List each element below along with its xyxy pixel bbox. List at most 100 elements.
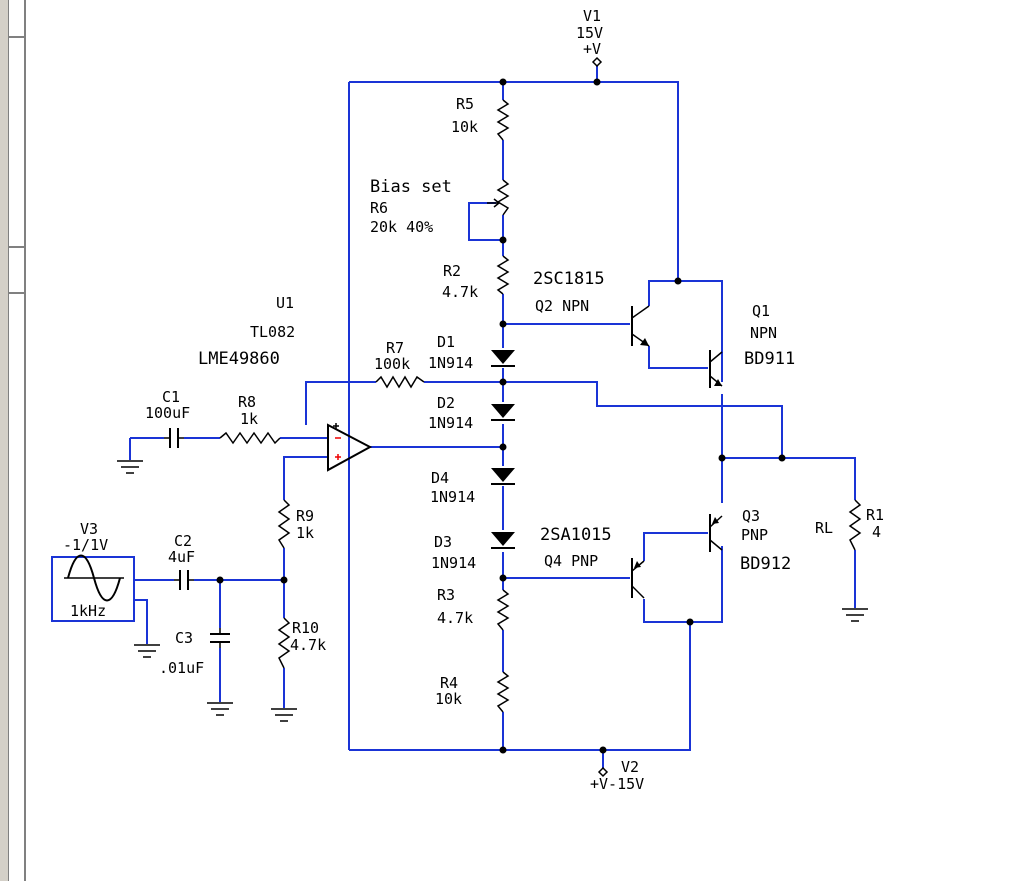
r4-value-label: 10k: [435, 690, 462, 708]
d3-value-label: 1N914: [431, 554, 476, 572]
diode-d4[interactable]: [491, 468, 515, 485]
scrollbar-border: [8, 0, 9, 881]
ground-icon: [117, 460, 143, 474]
d3-name-label: D3: [434, 533, 452, 551]
q4-part-label: 2SA1015: [540, 525, 612, 545]
u1-name-label: U1: [276, 294, 294, 312]
r2-value-label: 4.7k: [442, 283, 478, 301]
junction-dot: [499, 443, 507, 451]
wire: [134, 599, 148, 644]
scrollbar-border: [24, 0, 26, 881]
wires: [129, 66, 856, 768]
junction-dot: [499, 78, 507, 86]
junction-dot: [686, 618, 694, 626]
diode-d1[interactable]: [491, 350, 515, 367]
supply-v2[interactable]: [597, 766, 609, 778]
bias-set-label: Bias set: [370, 177, 452, 197]
r5-value-label: 10k: [451, 118, 478, 136]
r8-value-label: 1k: [240, 410, 258, 428]
resistor-r7[interactable]: [375, 375, 425, 389]
r7-name-label: R7: [386, 339, 404, 357]
junction-dot: [674, 277, 682, 285]
junction-dot: [718, 454, 726, 462]
transistor-q4[interactable]: [631, 558, 645, 599]
window-edge-scrollbar[interactable]: [0, 0, 26, 881]
r3-value-label: 4.7k: [437, 609, 473, 627]
r8-name-label: R8: [238, 393, 256, 411]
q1-type-label: NPN: [750, 324, 777, 342]
transistor-q2[interactable]: [631, 305, 650, 347]
r9-value-label: 1k: [296, 524, 314, 542]
transistor-q3[interactable]: [709, 514, 723, 552]
scrollbar-notch: [9, 292, 24, 294]
capacitor-c3[interactable]: [210, 628, 230, 648]
d1-name-label: D1: [437, 333, 455, 351]
wire-top-rail: [349, 81, 679, 281]
c3-value-label: .01uF: [159, 659, 204, 677]
resistor-r8[interactable]: [219, 431, 281, 445]
resistor-r4[interactable]: [496, 671, 510, 713]
c2-value-label: 4uF: [168, 548, 195, 566]
junction-dot: [499, 574, 507, 582]
r10-name-label: R10: [292, 619, 319, 637]
d2-name-label: D2: [437, 394, 455, 412]
u1-part2-label: LME49860: [198, 349, 280, 369]
diode-d3[interactable]: [491, 532, 515, 549]
resistor-r3[interactable]: [496, 589, 510, 631]
signal-source-v3[interactable]: [51, 554, 135, 622]
wire-q3-base: [643, 532, 708, 561]
r4-name-label: R4: [440, 674, 458, 692]
junctions: [216, 78, 786, 754]
resistor-r10[interactable]: [277, 617, 291, 669]
wire-q1-base: [648, 346, 708, 369]
wire-bottom-rail: [349, 622, 691, 751]
u1-part1-label: TL082: [250, 323, 295, 341]
q3-type-label: PNP: [741, 526, 768, 544]
v2-value-label: +V-15V: [590, 775, 644, 793]
diode-d2[interactable]: [491, 404, 515, 421]
resistor-r9[interactable]: [277, 499, 291, 549]
wire: [283, 456, 328, 500]
q2-name-label: Q2 NPN: [535, 297, 589, 315]
junction-dot: [499, 320, 507, 328]
resistor-r2[interactable]: [496, 255, 510, 295]
wire-load: [722, 457, 856, 500]
resistor-r1[interactable]: [848, 499, 862, 551]
v1-node-label: +V: [583, 40, 601, 58]
capacitor-c1[interactable]: [164, 428, 184, 448]
supply-v1[interactable]: [591, 56, 603, 68]
d4-name-label: D4: [431, 469, 449, 487]
resistor-r5[interactable]: [496, 99, 510, 141]
wire-feedback-out: [424, 381, 783, 458]
q2-part-label: 2SC1815: [533, 269, 605, 289]
transistor-q1[interactable]: [709, 350, 723, 388]
d1-value-label: 1N914: [428, 354, 473, 372]
r5-name-label: R5: [456, 95, 474, 113]
v1-value-label: 15V: [576, 24, 603, 42]
scrollbar-notch: [9, 246, 24, 248]
q3-part-label: BD912: [740, 554, 791, 574]
wire-q3-collector: [643, 546, 723, 623]
ground-icon: [134, 644, 160, 658]
labels: V1 15V +V R5 10k Bias set R6 20k 40% R2 …: [63, 7, 884, 793]
wire-feedback: [305, 381, 376, 425]
rl-label: RL: [815, 519, 833, 537]
r9-name-label: R9: [296, 507, 314, 525]
q3-name-label: Q3: [742, 507, 760, 525]
v3-name-label: V3: [80, 520, 98, 538]
junction-dot: [593, 78, 601, 86]
r3-name-label: R3: [437, 586, 455, 604]
ground-icon: [842, 608, 868, 622]
junction-dot: [216, 576, 224, 584]
r1-value-label: 4: [872, 523, 881, 541]
capacitor-c2[interactable]: [174, 570, 194, 590]
c3-name-label: C3: [175, 629, 193, 647]
junction-dot: [599, 746, 607, 754]
ground-icon: [207, 702, 233, 716]
q1-part-label: BD911: [744, 349, 795, 369]
potentiometer-r6[interactable]: [487, 179, 510, 216]
v2-name-label: V2: [621, 758, 639, 776]
opamp-u1[interactable]: [327, 423, 373, 472]
d4-value-label: 1N914: [430, 488, 475, 506]
